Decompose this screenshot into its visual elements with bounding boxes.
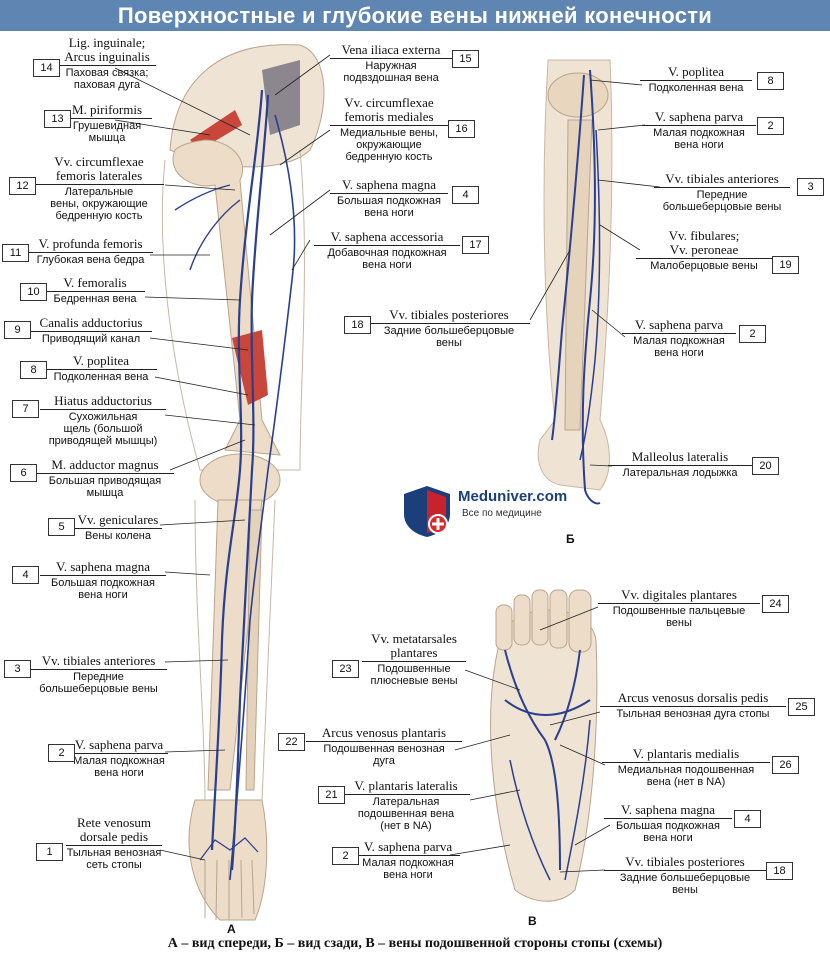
num-8b: 8 [757,72,784,90]
meduniver-logo[interactable]: Meduniver.com Все по медицине [400,484,567,540]
label-11: V. profunda femoris Глубокая вена бедра [28,237,153,266]
label-25: Arcus venosus dorsalis pedis Тыльная вен… [600,691,786,720]
shield-cross-icon [404,486,450,537]
label-8b: V. poplitea Подколенная вена [640,65,752,94]
num-4a: 4 [12,566,39,584]
num-7: 7 [12,400,39,418]
num-17: 17 [462,236,489,254]
num-10: 10 [20,283,47,301]
num-11: 11 [2,244,29,262]
logo-tagline: Все по медицине [462,508,542,519]
num-24: 24 [762,595,789,613]
num-6: 6 [10,464,37,482]
num-5: 5 [48,518,75,536]
label-17: V. saphena accessoria Добавочная подкожн… [314,230,460,271]
page-title: Поверхностные и глубокие вены нижней кон… [117,2,713,28]
num-25: 25 [788,698,815,716]
label-10: V. femoralis Бедренная вена [45,276,145,305]
view-b-leg [537,59,613,505]
leader-lines [114,54,661,873]
label-18b: Vv. tibiales posteriores Задние большебе… [604,855,766,896]
label-24: Vv. digitales plantares Подошвенные паль… [598,588,760,629]
num-14: 14 [33,59,60,77]
label-9: Canalis adductorius Приводящий канал [30,316,152,345]
num-2c: 2 [739,325,766,343]
num-19: 19 [772,256,799,274]
view-c-foot [490,589,598,902]
num-1: 1 [36,843,63,861]
title-bar: Поверхностные и глубокие вены нижней кон… [0,0,830,31]
num-2b: 2 [757,117,784,135]
num-23: 23 [332,660,359,678]
num-15: 15 [452,50,479,68]
figure-caption: А – вид спереди, Б – вид сзади, В – вены… [167,936,663,951]
label-18a: Vv. tibiales posteriores Задние большебе… [368,308,530,349]
label-26: V. plantaris medialis Медиальная подошве… [602,747,770,788]
num-13: 13 [44,110,71,128]
num-3b: 3 [797,178,824,196]
label-14: Lig. inguinale;Arcus inguinalis Паховая … [58,36,156,91]
num-16: 16 [448,120,475,138]
label-8a: V. poplitea Подколенная вена [45,354,157,383]
label-5: Vv. geniculares Вены колена [74,513,162,542]
num-22: 22 [278,733,305,751]
num-20: 20 [752,457,779,475]
num-2d: 2 [332,847,359,865]
num-2a: 2 [48,744,75,762]
view-a-leg [161,44,325,921]
view-letter-b: Б [566,532,575,546]
num-4b: 4 [452,186,479,204]
label-20: Malleolus lateralis Латеральная лодыжка [608,450,752,479]
num-26: 26 [772,756,799,774]
num-8a: 8 [20,361,47,379]
num-21: 21 [318,786,345,804]
num-4c: 4 [734,810,761,828]
logo-brand: Meduniver.com [458,488,568,505]
num-12: 12 [9,177,36,195]
label-22: Arcus venosus plantaris Подошвенная вено… [306,726,462,767]
num-18a: 18 [344,316,371,334]
label-19: Vv. fibulares;Vv. peroneae Малоберцовые … [636,229,772,272]
view-letter-a: А [227,922,236,936]
num-9: 9 [4,321,31,339]
num-3a: 3 [4,660,31,678]
view-letter-c: В [528,914,537,928]
num-18b: 18 [766,862,793,880]
